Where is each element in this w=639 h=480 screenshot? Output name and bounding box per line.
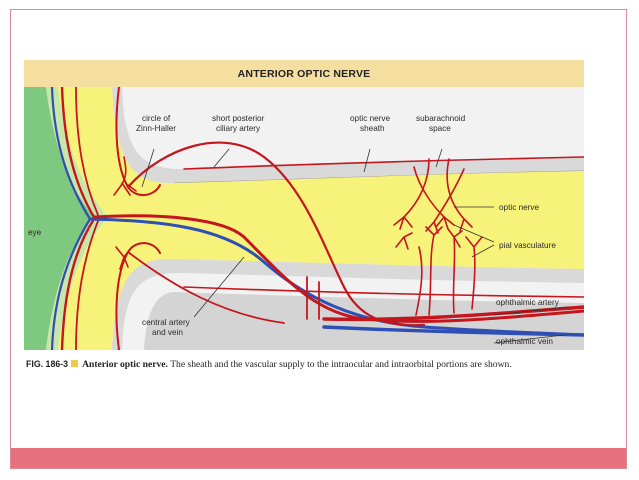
leader-optic-sheath [363,148,371,173]
sheath-upper-inner [122,87,584,170]
figure-title: ANTERIOR OPTIC NERVE [237,67,371,80]
ophthalmic-artery [322,305,584,322]
optic-nerve-body [58,87,584,350]
figure-panel: ANTERIOR OPTIC NERVE [24,60,584,350]
caption-text: The sheath and the vascular supply to th… [170,359,512,370]
label-short-posterior-2: ciliary artery [216,124,261,133]
central-artery [92,214,584,323]
leader-ophthalmic-artery [493,306,570,316]
leader-ophthalmic-vein [493,334,565,344]
leader-short-posterior [213,148,230,168]
label-optic-nerve: optic nerve [499,203,539,212]
label-central-artery-1: central artery [142,318,191,327]
retinal-artery-upper [60,87,96,219]
label-ophthalmic-vein: ophthalmic vein [496,337,553,346]
label-subarachnoid-1: subarachnoid [416,114,466,123]
retinal-artery-lower-2 [75,220,99,350]
zinn-haller-upper-vessel [113,156,137,196]
caption-bold-title: Anterior optic nerve. [82,359,168,370]
label-circle-zinn-haller-1: circle of [142,114,171,123]
short-posterior-ciliary-artery [126,141,426,327]
retinal-artery-lower [60,217,96,350]
leader-pial-2 [471,244,495,258]
sheath-artery-lower [183,286,584,298]
label-eye: eye [28,228,42,237]
leader-subarachnoid [435,148,443,168]
zinn-haller-upper-loop [115,87,161,196]
leader-central-artery [193,256,245,318]
ophthalmic-vein [322,325,584,337]
label-subarachnoid-2: space [429,124,451,133]
slide-bottom-band [11,448,626,468]
label-short-posterior-1: short posterior [212,114,265,123]
caption-figure-number: FIG. 186-3 [26,359,69,369]
figure-header: ANTERIOR OPTIC NERVE [24,60,584,88]
label-optic-sheath-2: sheath [360,124,385,133]
leader-zinn-haller [141,148,155,188]
label-central-artery-2: and vein [152,328,183,337]
label-circle-zinn-haller-2: Zinn-Haller [136,124,176,133]
optic-nerve-diagram: circle of Zinn-Haller short posterior ci… [24,87,584,350]
pial-vasculature-lower [395,226,483,316]
retinal-vein-upper [50,87,92,221]
label-optic-sheath-1: optic nerve [350,114,390,123]
figure-caption: FIG. 186-3 Anterior optic nerve. The shea… [26,358,586,371]
eye-region [24,87,94,350]
label-ophthalmic-artery: ophthalmic artery [496,298,560,307]
short-posterior-ciliary-branch [127,251,285,324]
leader-pial-1 [453,224,495,243]
caption-marker-square [71,360,79,367]
pial-vasculature-upper [393,158,473,234]
sheath-artery-upper [183,156,584,170]
retinal-vein-lower [50,217,92,350]
label-pial-vasculature: pial vasculature [499,241,556,250]
retinal-artery-upper-2 [75,87,99,216]
